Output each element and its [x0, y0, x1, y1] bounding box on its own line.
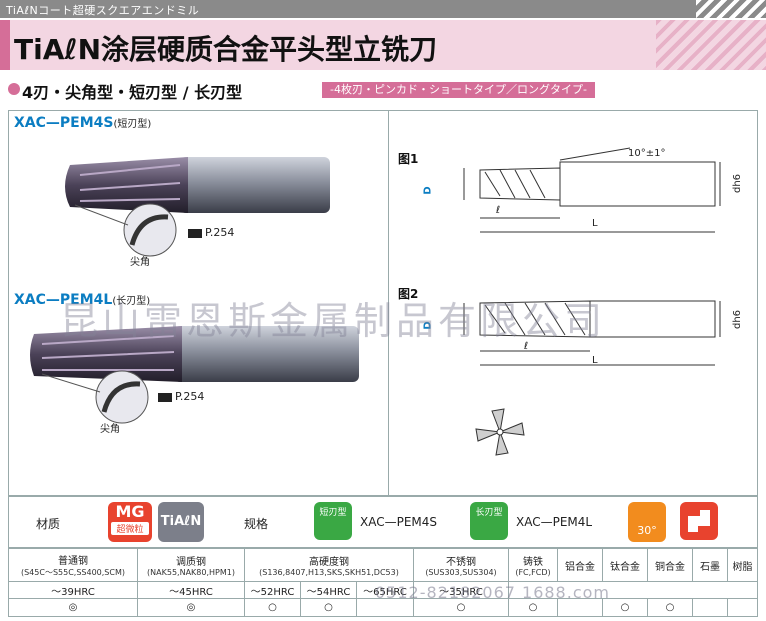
- cross-section-icon: [475, 408, 525, 456]
- mark-plain: ◎: [8, 598, 138, 617]
- fig1-L-label: L: [592, 218, 598, 229]
- fig1-angle: 10°±1°: [628, 148, 666, 159]
- mat-name: 石墨: [700, 561, 720, 573]
- mg-badge-top: MG: [115, 502, 145, 521]
- long-model: XAC—PEM4L: [516, 515, 593, 529]
- mat-resin: 树脂: [727, 548, 758, 582]
- short-badge: 短刃型: [314, 502, 352, 540]
- hrc-hard-1: 〜52HRC: [244, 581, 301, 599]
- endmill-short-image: [65, 157, 330, 257]
- mat-sub: (S136,8407,H13,SKS,SKH51,DC53): [259, 568, 399, 577]
- mark-tempered: ◎: [137, 598, 245, 617]
- mat-name: 普通钢: [58, 556, 88, 567]
- product-long-model: XAC—PEM4L(长刃型): [14, 292, 150, 308]
- short-model: XAC—PEM4S: [360, 515, 438, 529]
- mat-titanium: 钛合金: [602, 548, 648, 582]
- corner-label-long: 尖角: [100, 424, 120, 435]
- corner-type-badge: [680, 502, 718, 540]
- mat-hard-steel: 高硬度钢(S136,8407,H13,SKS,SKH51,DC53): [244, 548, 414, 582]
- fig1-label: 图1: [398, 152, 419, 166]
- mark-graphite: [692, 598, 728, 617]
- title-accent: [0, 20, 10, 70]
- book-icon: [158, 392, 172, 402]
- mark-copper: ○: [647, 598, 693, 617]
- subtitle-row: 4刃・尖角型・短刃型 / 长刃型 -4枚刃・ピンカド・ショートタイプ／ロングタイ…: [0, 77, 766, 102]
- hrc-tempered: 〜45HRC: [137, 581, 245, 599]
- mat-name: 铜合金: [655, 561, 685, 573]
- title-stripes: [656, 20, 766, 70]
- page-title: TiAℓN涂层硬质合金平头型立铣刀: [14, 33, 438, 66]
- fig2-l-label: ℓ: [524, 341, 529, 352]
- mark-resin: [727, 598, 758, 617]
- mat-name: 高硬度钢: [309, 557, 349, 568]
- title-bar: TiAℓN涂层硬质合金平头型立铣刀: [0, 20, 766, 70]
- mg-badge: MG 超微粒: [108, 502, 152, 542]
- product-short-type: (短刃型): [113, 119, 152, 130]
- page-ref-short: P.254: [188, 226, 234, 239]
- tialn-badge: TiAℓN: [158, 502, 204, 542]
- page-ref-long-text: P.254: [175, 390, 205, 403]
- product-long-model-text: XAC—PEM4L: [14, 292, 113, 308]
- page-ref-short-text: P.254: [205, 226, 235, 239]
- hrc-hard-2: 〜54HRC: [300, 581, 357, 599]
- top-tag-text: TiAℓNコート超硬スクエアエンドミル: [6, 4, 200, 17]
- fig2-L-label: L: [592, 355, 598, 366]
- mat-name: 钛合金: [610, 561, 640, 573]
- mat-sub: (S45C〜S55C,SS400,SCM): [20, 568, 125, 577]
- watermark-phone: 0512-82182067 1688.com: [375, 583, 610, 602]
- fig2-drawing: [463, 300, 721, 366]
- mg-badge-bottom: 超微粒: [111, 522, 149, 535]
- fig1-D: D: [422, 186, 434, 195]
- corner-icon: [688, 510, 710, 532]
- subtitle-jp: -4枚刃・ピンカド・ショートタイプ／ロングタイプ-: [322, 82, 595, 98]
- endmill-long-image: [30, 326, 359, 424]
- book-icon: [188, 228, 202, 238]
- mat-name: 铸铁: [523, 557, 543, 568]
- mark-hard-1: ○: [244, 598, 301, 617]
- fig1-l-label: ℓ: [496, 205, 501, 216]
- mat-sub: (SUS303,SUS304): [425, 568, 497, 577]
- mat-name: 铝合金: [565, 561, 595, 573]
- material-label: 材质: [36, 517, 61, 531]
- fig2-label: 图2: [398, 287, 419, 301]
- page-ref-long: P.254: [158, 390, 204, 403]
- mat-sub: (NAK55,NAK80,HPM1): [147, 568, 235, 577]
- mark-hard-2: ○: [300, 598, 357, 617]
- mat-graphite: 石墨: [692, 548, 728, 582]
- watermark: 昆山雷恩斯金属制品有限公司: [60, 299, 607, 343]
- mat-copper: 铜合金: [647, 548, 693, 582]
- product-short-model-text: XAC—PEM4S: [14, 115, 114, 131]
- top-tag-bar: TiAℓNコート超硬スクエアエンドミル: [0, 0, 766, 18]
- tag-stripes: [696, 0, 766, 18]
- product-long-type: (长刃型): [112, 296, 151, 307]
- angle-badge: 30°: [628, 502, 666, 542]
- frame-divider: [388, 110, 389, 496]
- spec-label: 规格: [244, 517, 269, 531]
- fig2-dh6: dh6: [732, 309, 744, 330]
- subtitle: 4刃・尖角型・短刃型 / 长刃型: [22, 83, 243, 102]
- corner-label-short: 尖角: [130, 257, 150, 268]
- mat-stainless: 不锈钢(SUS303,SUS304): [413, 548, 509, 582]
- mat-name: 不锈钢: [446, 557, 476, 568]
- product-short-model: XAC—PEM4S(短刃型): [14, 115, 151, 131]
- mat-cast-iron: 铸铁(FC,FCD): [508, 548, 558, 582]
- hrc-plain: 〜39HRC: [8, 581, 138, 599]
- mat-aluminum: 铝合金: [557, 548, 603, 582]
- fig1-drawing: [463, 147, 721, 233]
- long-badge: 长刃型: [470, 502, 508, 540]
- mat-plain-steel: 普通钢(S45C〜S55C,SS400,SCM): [8, 548, 138, 582]
- mat-name: 调质钢: [176, 557, 206, 568]
- mat-tempered-steel: 调质钢(NAK55,NAK80,HPM1): [137, 548, 245, 582]
- mat-name: 树脂: [732, 561, 753, 573]
- mat-sub: (FC,FCD): [515, 568, 551, 577]
- product-frame: [8, 110, 758, 496]
- bullet-dot-icon: [8, 83, 20, 95]
- fig1-dh6: dh6: [732, 173, 744, 194]
